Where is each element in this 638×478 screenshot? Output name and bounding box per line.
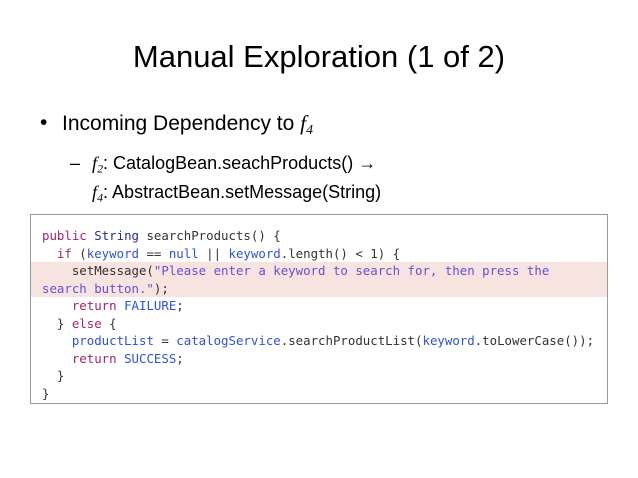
code-token <box>42 246 57 261</box>
code-token: } <box>42 385 50 401</box>
code-line: return FAILURE; <box>31 297 607 315</box>
code-token <box>42 351 72 366</box>
code-token: return <box>71 298 117 313</box>
code-token: catalogService <box>176 333 281 348</box>
code-token <box>117 351 124 366</box>
bullet-level1-var: f <box>300 111 307 135</box>
code-token: else <box>71 315 102 331</box>
code-token: "Please enter a keyword to search for, t… <box>153 263 550 278</box>
bullet-list: •Incoming Dependency to f4 –f2: CatalogB… <box>0 108 638 210</box>
code-token: ; <box>176 350 184 366</box>
bullet-level2-text-f2: : CatalogBean.seachProducts() <box>103 152 359 173</box>
code-token <box>42 333 72 348</box>
bullet-level2-var-f4: f <box>92 182 98 203</box>
code-line: } <box>31 385 607 403</box>
code-token: .length() < 1) { <box>280 245 401 261</box>
code-token: if <box>56 245 72 261</box>
dash-marker-icon: – <box>70 152 81 173</box>
code-token: ); <box>153 280 169 296</box>
code-line: } else { <box>31 315 607 333</box>
code-token: null <box>168 245 199 261</box>
bullet-level2-second: f4: AbstractBean.setMessage(String) <box>0 180 638 209</box>
code-token: productList <box>71 333 154 348</box>
code-line: return SUCCESS; <box>31 350 607 368</box>
code-line: if (keyword == null || keyword.length() … <box>31 245 607 263</box>
code-token: keyword <box>86 245 139 261</box>
code-token <box>42 298 72 313</box>
code-token: ; <box>176 298 184 313</box>
page-title: Manual Exploration (1 of 2) <box>132 39 506 74</box>
code-token: keyword <box>422 333 475 348</box>
code-token: String <box>94 228 139 243</box>
bullet-level2-var-f2: f <box>92 152 98 173</box>
code-token: { <box>101 315 117 331</box>
code-token: || <box>198 245 229 261</box>
code-line: public String searchProducts() { <box>31 227 607 245</box>
code-token <box>117 298 124 313</box>
code-token: .toLowerCase()); <box>474 333 595 348</box>
code-token: SUCCESS <box>124 350 177 366</box>
bullet-level2-first: –f2: CatalogBean.seachProducts() → <box>0 151 638 180</box>
code-lines-container: public String searchProducts() { if (key… <box>31 215 607 402</box>
right-arrow-icon: → <box>358 152 377 173</box>
code-token: .searchProductList( <box>280 333 423 348</box>
code-token: public <box>42 228 87 243</box>
code-token: keyword <box>228 245 281 261</box>
bullet-level2-subscript-2: 2 <box>97 161 104 176</box>
code-token: return <box>71 350 117 366</box>
code-line: productList = catalogService.searchProdu… <box>31 332 607 350</box>
code-line: search button."); <box>31 279 607 297</box>
code-line: setMessage("Please enter a keyword to se… <box>31 262 607 280</box>
code-token: searchProducts() { <box>139 228 281 243</box>
code-block: public String searchProducts() { if (key… <box>30 214 608 404</box>
code-token: } <box>42 315 72 331</box>
code-token: search button." <box>42 280 154 296</box>
code-line: } <box>31 367 607 385</box>
code-token: } <box>42 368 65 383</box>
code-token: = <box>153 333 177 348</box>
bullet-level1-text: Incoming Dependency to <box>62 112 301 135</box>
code-token: FAILURE <box>124 298 177 313</box>
bullet-level1-subscript: 4 <box>306 121 314 137</box>
bullet-level2-text-f4: : AbstractBean.setMessage(String) <box>103 182 382 203</box>
bullet-level1: • Incoming Dependency to f4 <box>0 108 638 145</box>
bullet-marker-icon: • <box>40 111 48 134</box>
code-token: == <box>138 245 169 261</box>
code-token: setMessage( <box>42 263 154 278</box>
bullet-level2-subscript-4: 4 <box>97 190 104 205</box>
code-token: ( <box>71 245 87 261</box>
